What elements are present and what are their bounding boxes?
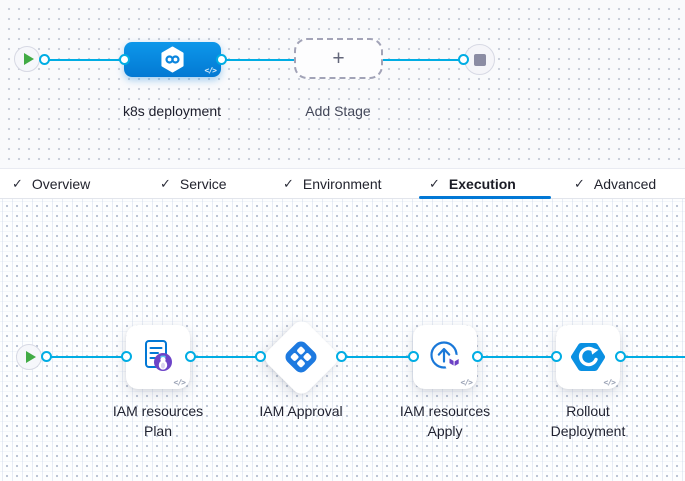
- connector-port[interactable]: [41, 351, 52, 362]
- plus-icon: +: [332, 46, 345, 70]
- connector-line: [44, 59, 125, 61]
- connector-port[interactable]: [408, 351, 419, 362]
- stage-node-k8s-deployment[interactable]: </>: [124, 42, 221, 77]
- check-icon: ✓: [12, 176, 23, 191]
- step-label: IAM Approval: [259, 403, 343, 419]
- connector-line: [221, 59, 295, 61]
- connector-port[interactable]: [615, 351, 626, 362]
- connector-port[interactable]: [39, 54, 50, 65]
- connector-port[interactable]: [119, 54, 130, 65]
- tab-label: Advanced: [593, 176, 657, 192]
- harness-stage-icon: [161, 46, 184, 73]
- connector-port[interactable]: [336, 351, 347, 362]
- add-stage-label: Add Stage: [305, 103, 371, 119]
- tab-label: Environment: [302, 176, 382, 192]
- check-icon: ✓: [160, 176, 171, 191]
- tab-label: Overview: [31, 176, 91, 192]
- connector-line: [383, 59, 464, 61]
- connector-port[interactable]: [458, 54, 469, 65]
- tab-environment[interactable]: ✓ Environment: [283, 169, 382, 199]
- connector-line: [477, 356, 556, 358]
- tab-label: Service: [179, 176, 227, 192]
- tab-execution[interactable]: ✓ Execution: [429, 169, 516, 199]
- play-icon: [25, 351, 36, 363]
- connector-port[interactable]: [185, 351, 196, 362]
- tab-service[interactable]: ✓ Service: [160, 169, 227, 199]
- stage-label: k8s deployment: [122, 103, 222, 119]
- connector-port[interactable]: [216, 54, 227, 65]
- connector-port[interactable]: [255, 351, 266, 362]
- code-icon: </>: [204, 66, 217, 75]
- stage-config-tabbar: ✓ Overview ✓ Service ✓ Environment ✓ Exe…: [0, 168, 685, 199]
- k8s-rollout-icon: [571, 343, 605, 371]
- terraform-plan-icon: [145, 340, 172, 371]
- tab-label: Execution: [448, 176, 516, 192]
- pipeline-start-node: [14, 46, 40, 72]
- tab-overview[interactable]: ✓ Overview: [12, 169, 90, 199]
- connector-line: [190, 356, 262, 358]
- execution-start-node: [16, 344, 42, 370]
- check-icon: ✓: [574, 176, 585, 191]
- step-rollout-deployment[interactable]: </>: [556, 325, 620, 389]
- connector-line: [46, 356, 126, 358]
- code-icon: </>: [460, 378, 473, 387]
- execution-canvas[interactable]: </>: [0, 199, 685, 481]
- check-icon: ✓: [429, 176, 440, 191]
- stop-icon: [473, 53, 486, 66]
- tab-advanced[interactable]: ✓ Advanced: [574, 169, 656, 199]
- step-iam-approval[interactable]: [261, 317, 342, 398]
- pipeline-end-node: [464, 44, 495, 75]
- connector-port[interactable]: [472, 351, 483, 362]
- connector-line: [341, 356, 413, 358]
- step-iam-resources-apply[interactable]: </>: [413, 325, 477, 389]
- connector-line: [620, 356, 685, 358]
- active-tab-indicator: [419, 196, 551, 199]
- terraform-apply-icon: [430, 341, 463, 373]
- stage-canvas[interactable]: </> + k8s deployment Add Stage: [0, 0, 685, 168]
- code-icon: </>: [603, 378, 616, 387]
- add-stage-button[interactable]: +: [294, 38, 383, 79]
- connector-port[interactable]: [551, 351, 562, 362]
- check-icon: ✓: [283, 176, 294, 191]
- connector-port[interactable]: [121, 351, 132, 362]
- step-iam-resources-plan[interactable]: </>: [126, 325, 190, 389]
- code-icon: </>: [173, 378, 186, 387]
- play-icon: [23, 53, 34, 65]
